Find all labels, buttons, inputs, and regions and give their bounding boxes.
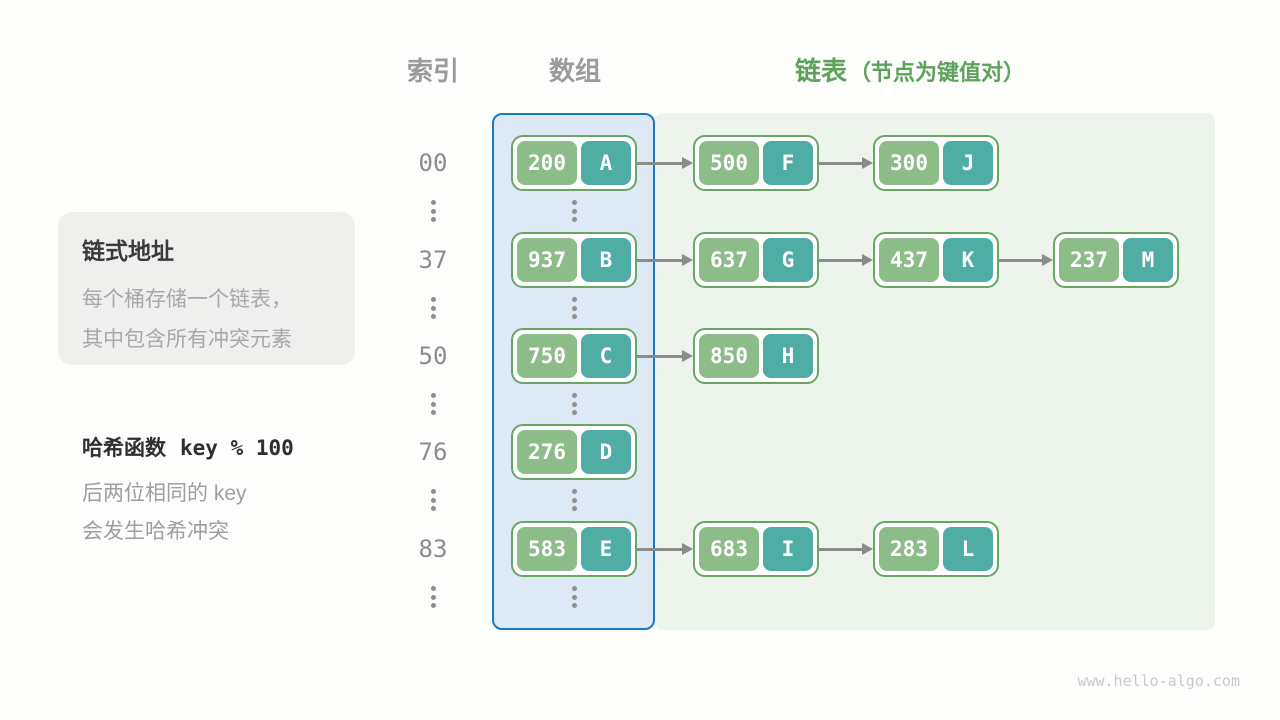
node-value: K (943, 238, 993, 282)
arrow-icon (819, 253, 873, 267)
node-key: 283 (879, 527, 939, 571)
node-value: L (943, 527, 993, 571)
hash-function-note: 哈希函数 key % 100 后两位相同的 key 会发生哈希冲突 (82, 433, 294, 551)
node-value: C (581, 334, 631, 378)
pair-node: 937 B (511, 232, 637, 288)
chaining-info-box: 链式地址 每个桶存储一个链表， 其中包含所有冲突元素 (58, 212, 355, 365)
pair-node: 200 A (511, 135, 637, 191)
website-watermark: www.hello-algo.com (1077, 672, 1240, 690)
list-header-annotation: （节点为键值对） (849, 60, 1026, 85)
ellipsis-dots (428, 586, 438, 608)
node-key: 937 (517, 238, 577, 282)
node-key: 583 (517, 527, 577, 571)
node-key: 850 (699, 334, 759, 378)
info-box-line: 每个桶存储一个链表， (82, 288, 292, 311)
node-key: 750 (517, 334, 577, 378)
pair-node: 750 C (511, 328, 637, 384)
arrow-icon (637, 156, 693, 170)
node-value: J (943, 141, 993, 185)
node-value: D (581, 430, 631, 474)
node-key: 437 (879, 238, 939, 282)
arrow-icon (637, 253, 693, 267)
arrow-icon (637, 542, 693, 556)
arrow-icon (999, 253, 1053, 267)
index-column-header: 索引 (406, 56, 459, 86)
arrow-icon (819, 156, 873, 170)
ellipsis-dots (569, 489, 579, 511)
node-value: E (581, 527, 631, 571)
hash-note-line: 后两位相同的 key (82, 482, 247, 505)
list-header-title: 链表 (795, 56, 848, 86)
node-key: 500 (699, 141, 759, 185)
ellipsis-dots (428, 297, 438, 319)
index-label: 50 (418, 342, 448, 370)
node-value: B (581, 238, 631, 282)
pair-node: 437 K (873, 232, 999, 288)
array-column-header: 数组 (548, 56, 601, 86)
node-value: H (763, 334, 813, 378)
node-value: M (1123, 238, 1173, 282)
node-value: F (763, 141, 813, 185)
node-key: 300 (879, 141, 939, 185)
pair-node: 637 G (693, 232, 819, 288)
node-key: 637 (699, 238, 759, 282)
node-value: I (763, 527, 813, 571)
ellipsis-dots (569, 297, 579, 319)
ellipsis-dots (428, 200, 438, 222)
index-label: 37 (418, 246, 448, 274)
hash-function-formula: key % 100 (180, 436, 294, 460)
pair-node: 500 F (693, 135, 819, 191)
index-label: 76 (418, 438, 448, 466)
node-key: 683 (699, 527, 759, 571)
index-label: 83 (418, 535, 448, 563)
node-key: 200 (517, 141, 577, 185)
hash-function-title: 哈希函数 key % 100 (82, 433, 294, 463)
node-key: 276 (517, 430, 577, 474)
info-box-title: 链式地址 (82, 238, 174, 264)
info-box-line: 其中包含所有冲突元素 (82, 328, 292, 351)
pair-node: 300 J (873, 135, 999, 191)
arrow-icon (819, 542, 873, 556)
arrow-icon (637, 349, 693, 363)
ellipsis-dots (428, 489, 438, 511)
pair-node: 283 L (873, 521, 999, 577)
pair-node: 683 I (693, 521, 819, 577)
list-column-header: 链表（节点为键值对） (795, 54, 1025, 88)
index-label: 00 (418, 149, 448, 177)
pair-node: 276 D (511, 424, 637, 480)
hash-note-line: 会发生哈希冲突 (82, 520, 229, 543)
node-value: A (581, 141, 631, 185)
ellipsis-dots (569, 200, 579, 222)
pair-node: 850 H (693, 328, 819, 384)
pair-node: 237 M (1053, 232, 1179, 288)
hash-function-label: 哈希函数 (82, 437, 166, 460)
ellipsis-dots (569, 393, 579, 415)
ellipsis-dots (569, 586, 579, 608)
node-value: G (763, 238, 813, 282)
node-key: 237 (1059, 238, 1119, 282)
pair-node: 583 E (511, 521, 637, 577)
ellipsis-dots (428, 393, 438, 415)
